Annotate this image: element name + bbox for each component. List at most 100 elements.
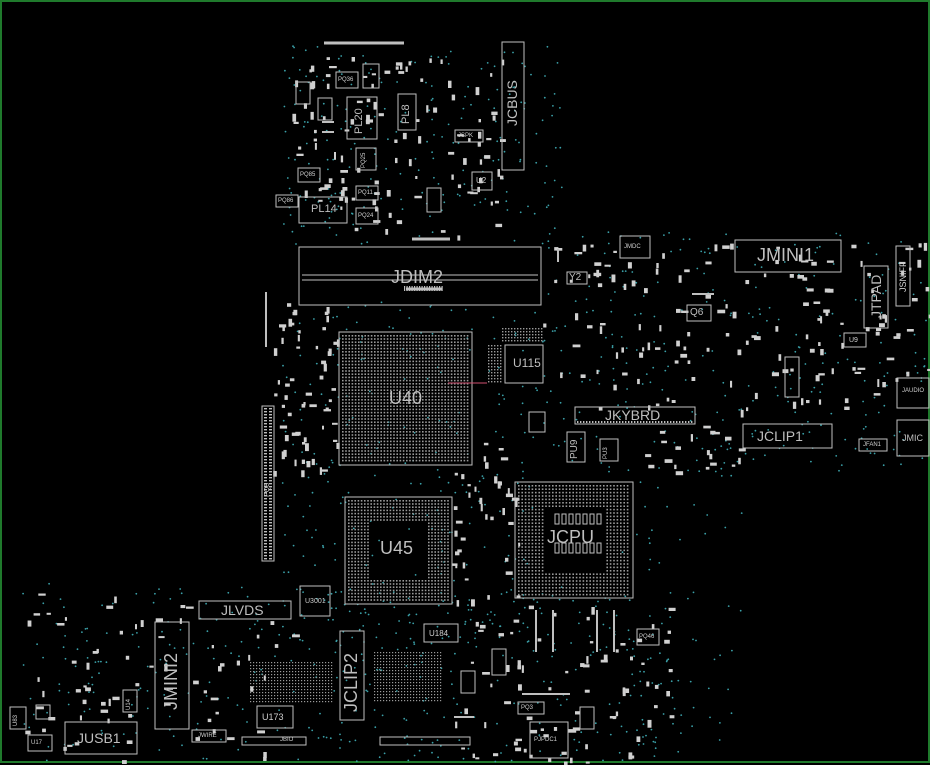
pad-field-mid <box>377 691 379 693</box>
socket-pin-jcpu <box>616 583 619 586</box>
bga-ball-u40 <box>393 347 395 350</box>
via <box>94 661 97 663</box>
socket-pin-jcpu <box>626 515 629 518</box>
socket-pin-jcpu <box>531 508 534 511</box>
bga-ball-u40 <box>402 351 405 353</box>
bga-ball-u40 <box>425 418 427 420</box>
socket-pin-jcpu <box>596 573 598 575</box>
via <box>340 73 343 75</box>
via <box>322 544 324 547</box>
pad-field-left <box>331 662 333 664</box>
bga-ball-u45 <box>415 500 417 502</box>
via <box>736 460 739 463</box>
bga-ball-u40 <box>409 383 411 385</box>
via <box>655 736 657 739</box>
socket-pin-jcpu <box>623 542 625 545</box>
socket-pin-jcpu <box>623 536 625 538</box>
bga-ball-u40 <box>345 335 347 337</box>
via <box>348 166 351 169</box>
bga-ball-u40 <box>466 392 469 395</box>
bga-ball-u40 <box>406 354 408 356</box>
socket-pin-jcpu <box>538 587 540 589</box>
via <box>405 665 408 667</box>
pad-field-left <box>289 665 291 667</box>
pad-field-left <box>301 695 303 697</box>
via <box>503 398 506 400</box>
bga-ball-u40 <box>406 386 408 388</box>
socket-pin-jcpu <box>620 512 622 514</box>
bga-ball-u45 <box>447 535 449 537</box>
via <box>609 276 611 279</box>
connector-tooth <box>269 513 272 515</box>
bga-ball-u40 <box>434 367 437 369</box>
via <box>383 107 386 110</box>
bga-ball-u45 <box>405 589 408 592</box>
bga-ball-u40 <box>441 418 443 420</box>
pad-u115-top <box>511 328 513 330</box>
bga-ball-u40 <box>463 383 466 385</box>
cap-pad <box>568 513 574 525</box>
bga-ball-u40 <box>364 351 366 353</box>
pad-field-left <box>274 689 276 691</box>
socket-pin-jcpu <box>626 532 629 535</box>
socket-pin-jcpu <box>538 570 540 572</box>
bga-ball-u40 <box>447 373 450 375</box>
connector-tooth <box>269 510 272 512</box>
socket-pin-jcpu <box>592 485 595 487</box>
bga-ball-u45 <box>437 560 440 563</box>
bga-ball-u45 <box>437 519 440 521</box>
kb-tooth <box>613 421 615 423</box>
socket-pin-jcpu <box>582 590 585 592</box>
via <box>682 238 685 241</box>
via <box>553 227 556 230</box>
pad-u115-top <box>502 328 504 330</box>
pad-field-left <box>268 701 270 703</box>
bga-ball-u40 <box>396 415 398 417</box>
bga-ball-u40 <box>383 379 386 382</box>
pad-field-mid <box>374 670 376 672</box>
kb-tooth <box>679 421 681 423</box>
bga-ball-u40 <box>444 351 446 353</box>
pad-field-left <box>274 674 276 676</box>
bga-ball-u40 <box>463 395 466 398</box>
socket-pin-jcpu <box>565 498 568 501</box>
bga-ball-u40 <box>364 434 366 436</box>
via <box>532 436 535 439</box>
bga-ball-u40 <box>434 383 437 385</box>
socket-pin-jcpu <box>616 570 619 572</box>
socket-pin-jcpu <box>555 593 557 596</box>
socket-pin-jcpu <box>528 498 530 501</box>
bga-ball-u45 <box>428 580 430 582</box>
socket-pin-jcpu <box>528 593 530 596</box>
bga-ball-u40 <box>444 347 446 350</box>
pad-field-mid <box>377 682 379 684</box>
via <box>294 103 296 106</box>
bga-ball-u40 <box>438 344 440 347</box>
bga-ball-u45 <box>440 516 443 518</box>
bga-ball-u40 <box>396 405 398 407</box>
bga-ball-u45 <box>348 560 350 563</box>
via <box>158 588 160 590</box>
socket-pin-jcpu <box>555 498 557 501</box>
socket-pin-jcpu <box>613 593 615 596</box>
bga-ball-u40 <box>402 344 405 347</box>
bga-ball-u40 <box>370 376 373 379</box>
bga-ball-u40 <box>396 383 398 385</box>
via <box>334 651 337 654</box>
socket-pin-jcpu <box>538 566 540 569</box>
bga-ball-u40 <box>431 379 434 382</box>
socket-pin-jcpu <box>535 525 537 528</box>
bga-ball-u45 <box>431 538 433 540</box>
socket-pin-jcpu <box>613 587 615 589</box>
pad-field-left <box>316 671 318 673</box>
bga-ball-u40 <box>348 443 350 446</box>
socket-pin-jcpu <box>528 515 530 518</box>
socket-pin-jcpu <box>531 485 534 487</box>
bga-ball-u40 <box>454 383 456 385</box>
bga-ball-u40 <box>412 415 414 417</box>
pad-field-left <box>295 698 297 700</box>
bga-ball-u40 <box>367 450 370 452</box>
via <box>378 539 380 542</box>
connector-tooth <box>264 450 267 452</box>
via <box>172 735 175 738</box>
